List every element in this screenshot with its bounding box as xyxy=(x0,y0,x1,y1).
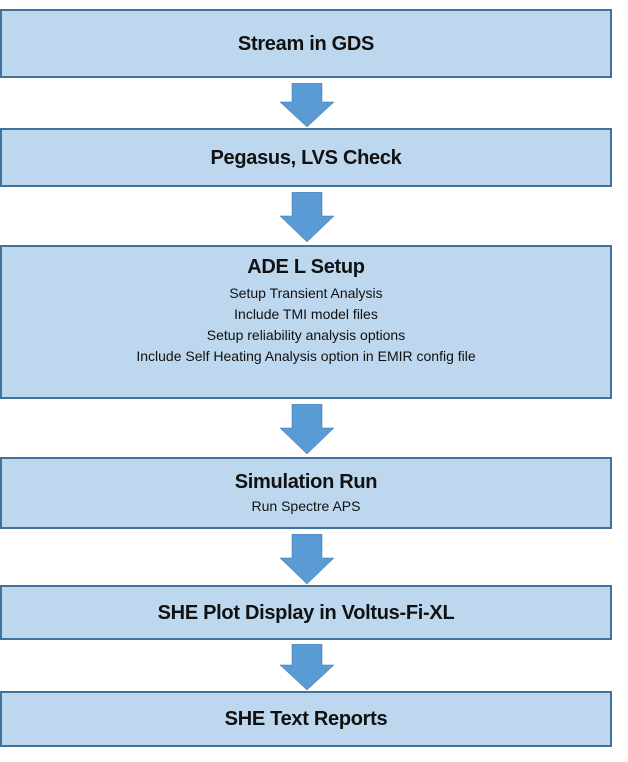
down-arrow-icon xyxy=(279,534,335,584)
step-stream-in-gds: Stream in GDS xyxy=(0,9,612,78)
step-ade-l-setup: ADE L Setup Setup Transient Analysis Inc… xyxy=(0,245,612,399)
step-title: Simulation Run xyxy=(234,470,378,493)
step-pegasus-lvs-check: Pegasus, LVS Check xyxy=(0,128,612,187)
step-detail: Setup reliability analysis options xyxy=(206,327,406,343)
step-title: SHE Plot Display in Voltus-Fi-XL xyxy=(157,601,455,624)
step-detail: Setup Transient Analysis xyxy=(229,285,383,301)
step-title: Pegasus, LVS Check xyxy=(210,146,402,169)
step-she-text-reports: SHE Text Reports xyxy=(0,691,612,747)
step-title: Stream in GDS xyxy=(237,32,375,55)
step-title: SHE Text Reports xyxy=(224,708,388,730)
step-simulation-run: Simulation Run Run Spectre APS xyxy=(0,457,612,529)
down-arrow-icon xyxy=(279,83,335,127)
down-arrow-icon xyxy=(279,192,335,242)
step-title: ADE L Setup xyxy=(247,256,365,278)
step-she-plot-display: SHE Plot Display in Voltus-Fi-XL xyxy=(0,585,612,640)
step-detail: Include TMI model files xyxy=(234,306,378,322)
down-arrow-icon xyxy=(279,404,335,454)
step-detail: Run Spectre APS xyxy=(251,497,361,514)
step-detail: Include Self Heating Analysis option in … xyxy=(136,348,476,364)
down-arrow-icon xyxy=(279,644,335,690)
